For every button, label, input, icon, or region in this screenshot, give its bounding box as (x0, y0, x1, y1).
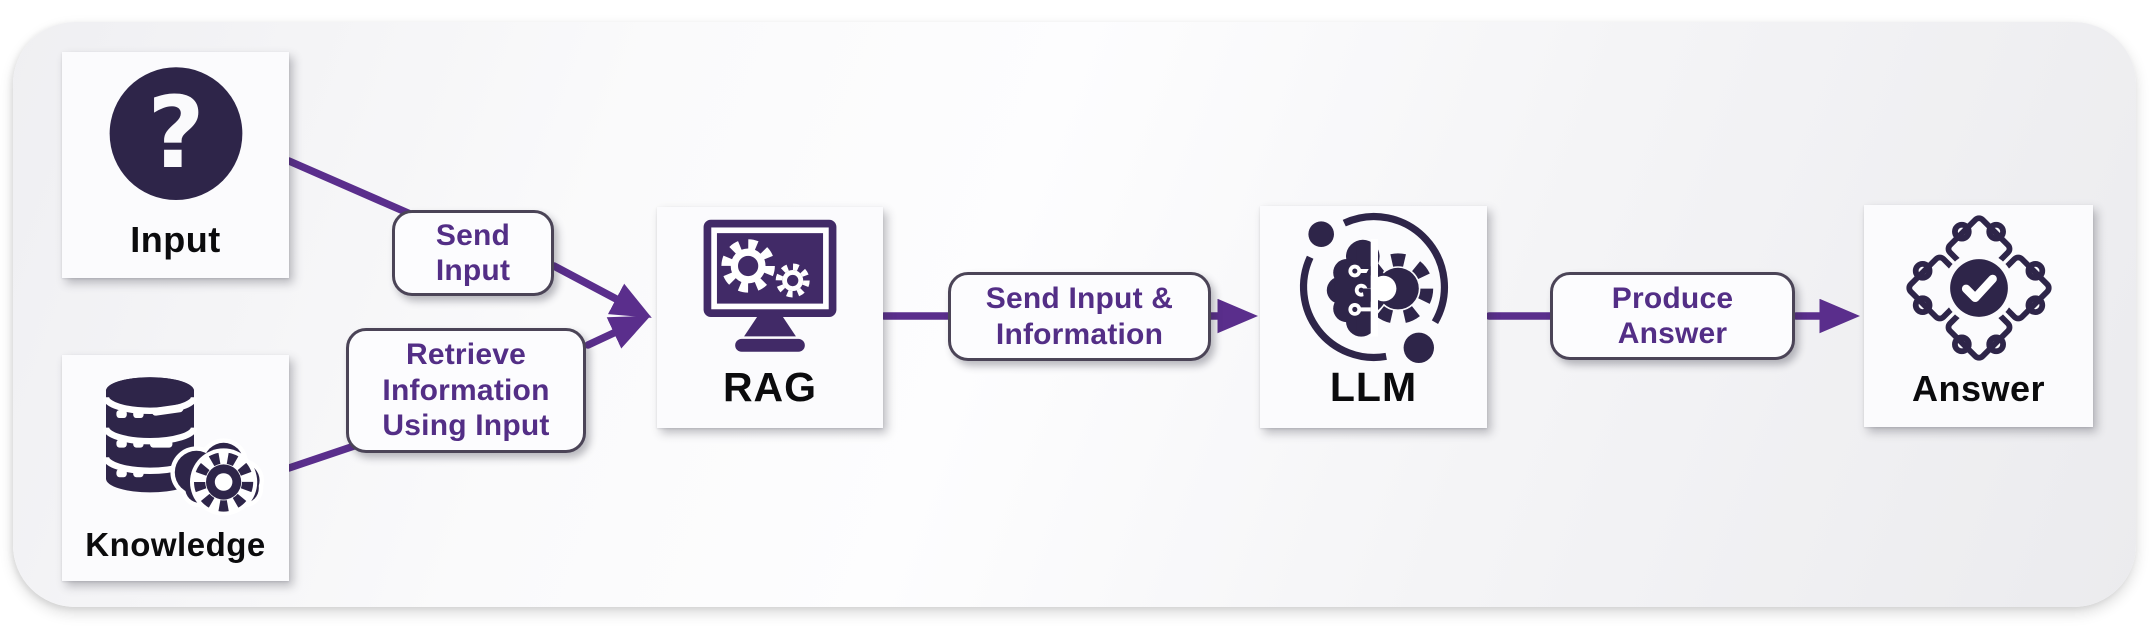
node-label-rag: RAG (722, 364, 818, 410)
edge-line-input-to-send-input (285, 157, 428, 224)
node-input: ? Input (62, 52, 289, 278)
node-answer: Answer (1864, 205, 2093, 427)
edge-label-send-input: Send Input (392, 210, 554, 296)
database-gear-icon (62, 355, 289, 528)
edge-arrow-retrieve-to-rag (584, 315, 651, 349)
edge-arrow-send-input-to-rag (550, 262, 652, 318)
monitor-gears-icon (657, 207, 883, 367)
edge-label-produce-answer: Produce Answer (1550, 272, 1795, 360)
node-label-llm: LLM (1329, 364, 1418, 410)
puzzle-check-icon (1864, 205, 2093, 371)
edge-label-retrieve-information: Retrieve Information Using Input (346, 328, 586, 453)
node-label-answer: Answer (1911, 368, 2046, 409)
brain-gear-icon (1260, 206, 1487, 367)
question-circle-icon: ? (62, 52, 289, 222)
node-knowledge: Knowledge (62, 355, 289, 581)
edge-label-send-input-information: Send Input & Information (948, 272, 1211, 361)
node-label-input: Input (130, 219, 221, 260)
node-llm: LLM (1260, 206, 1487, 428)
node-label-knowledge: Knowledge (85, 526, 266, 563)
svg-text:?: ? (147, 76, 205, 191)
node-rag: RAG (657, 207, 883, 428)
